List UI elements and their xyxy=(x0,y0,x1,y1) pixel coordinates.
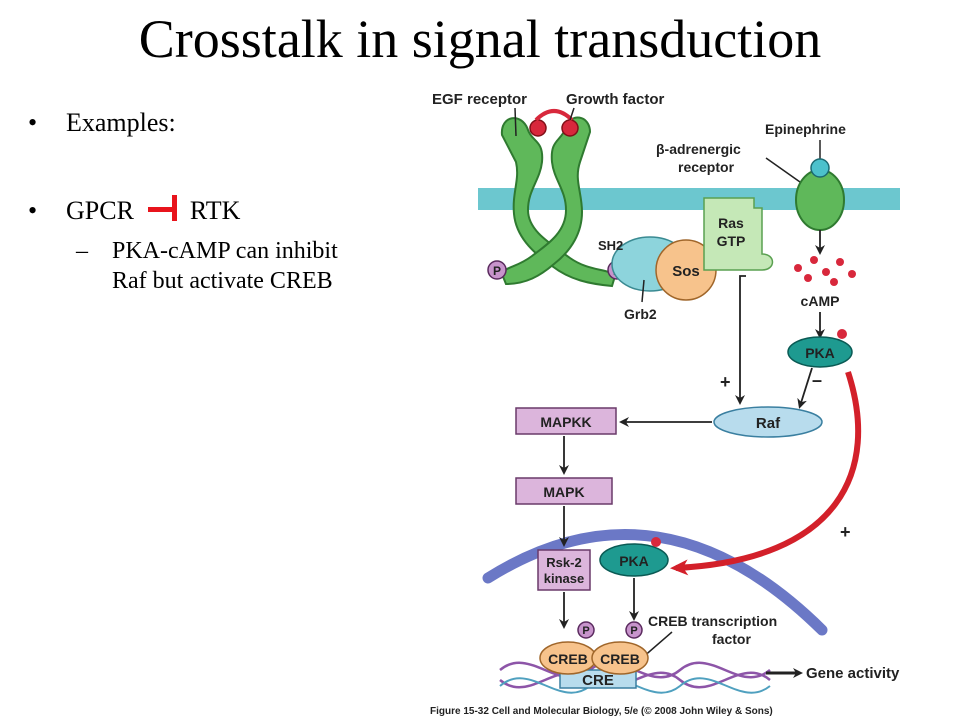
egf-receptor-right xyxy=(500,116,592,286)
bullet-text: Examples: xyxy=(66,108,176,137)
label-mapkk: MAPKK xyxy=(540,414,591,430)
camp-molecules xyxy=(794,256,856,286)
arrow-pka-to-raf xyxy=(797,367,813,409)
beta-receptor-pointer xyxy=(765,157,801,183)
label-sh2: SH2 xyxy=(598,238,623,253)
slide-title: Crosstalk in signal transduction xyxy=(138,9,822,69)
bullet-gpcr-rtk: • GPCR RTK xyxy=(28,195,241,226)
label-raf: Raf xyxy=(756,415,781,432)
label-phospho: P xyxy=(582,625,589,637)
sub-bullet-dash: – xyxy=(76,238,88,264)
label-plus-ras-raf: + xyxy=(720,372,731,392)
camp-dot xyxy=(848,270,856,278)
camp-dot xyxy=(836,258,844,266)
camp-dot xyxy=(822,268,830,276)
rsk2-kinase-box xyxy=(537,549,591,591)
label-growth-factor: Growth factor xyxy=(566,91,664,108)
egf-receptor-pointer xyxy=(514,107,517,137)
phospho-creb-right xyxy=(625,621,643,639)
grb2-pointer xyxy=(641,279,645,303)
creb-right xyxy=(591,641,649,675)
arrow-pka-to-nuclear-pka xyxy=(670,371,862,576)
pka-nuclear xyxy=(599,543,669,577)
growth-factor-pointer xyxy=(569,107,575,121)
bullet-gpcr: GPCR xyxy=(66,196,134,225)
label-rsk2-2: kinase xyxy=(544,571,584,586)
label-pka-nuclear: PKA xyxy=(619,553,649,569)
label-plus-pka-creb: + xyxy=(840,522,851,542)
egf-receptor-dimer xyxy=(500,109,617,288)
label-gtp: GTP xyxy=(717,233,746,249)
raf-kinase xyxy=(713,406,823,438)
bullet-examples: • Examples: xyxy=(28,108,176,138)
label-minus-pka-raf: – xyxy=(812,370,822,390)
phospho-receptor-left xyxy=(487,260,507,280)
phospho-creb-left xyxy=(577,621,595,639)
camp-dot xyxy=(810,256,818,264)
label-mapk: MAPK xyxy=(543,484,584,500)
sub-bullet-line1: PKA-cAMP can inhibit xyxy=(112,238,338,264)
beta-adrenergic-receptor xyxy=(795,169,845,231)
label-epinephrine: Epinephrine xyxy=(765,121,846,137)
label-cre: CRE xyxy=(582,672,614,689)
label-egf-receptor: EGF receptor xyxy=(432,91,527,108)
ras-gtp xyxy=(703,197,774,271)
epinephrine-ligand xyxy=(810,158,830,178)
arrow-ras-to-raf xyxy=(735,275,746,405)
label-phospho: P xyxy=(630,625,637,637)
growth-factor-link xyxy=(534,109,574,122)
pka-camp-bound xyxy=(837,329,847,339)
mapkk-box xyxy=(515,407,617,435)
label-grb2: Grb2 xyxy=(624,306,657,322)
bullet-dot: • xyxy=(28,108,38,137)
camp-dot xyxy=(794,264,802,272)
nuclear-envelope xyxy=(482,528,828,636)
label-sos: Sos xyxy=(672,263,700,280)
label-beta-receptor-1: β-adrenergic xyxy=(656,141,741,157)
label-creb-tf-2: factor xyxy=(712,631,751,647)
bullet-dot: • xyxy=(28,196,38,225)
sub-bullet-line2: Raf but activate CREB xyxy=(112,268,333,294)
label-ras: Ras xyxy=(718,215,744,231)
bullet-rtk: RTK xyxy=(189,196,241,225)
figure-caption: Figure 15-32 Cell and Molecular Biology,… xyxy=(430,706,773,717)
label-pka: PKA xyxy=(805,345,835,361)
inhibition-bar-icon xyxy=(142,195,182,221)
label-camp: cAMP xyxy=(801,293,840,309)
pka-nuclear-camp-bound xyxy=(651,537,661,547)
signaling-diagram: EGF receptor Growth factor P P Sos SH2 G… xyxy=(430,91,900,717)
label-rsk2-1: Rsk-2 xyxy=(546,555,581,570)
label-creb: CREB xyxy=(600,651,640,667)
growth-factor-ligand-left xyxy=(529,119,547,137)
camp-dot xyxy=(830,278,838,286)
egf-receptor-left xyxy=(500,117,617,288)
plasma-membrane xyxy=(478,188,900,210)
growth-factor-ligand-right xyxy=(561,119,579,137)
camp-dot xyxy=(804,274,812,282)
label-gene-activity: Gene activity xyxy=(806,665,900,682)
pka-cytoplasmic xyxy=(787,336,853,368)
label-phospho: P xyxy=(493,264,501,278)
label-creb: CREB xyxy=(548,651,588,667)
label-beta-receptor-2: receptor xyxy=(678,159,735,175)
mapk-box xyxy=(515,477,613,505)
label-creb-tf-1: CREB transcription xyxy=(648,613,777,629)
